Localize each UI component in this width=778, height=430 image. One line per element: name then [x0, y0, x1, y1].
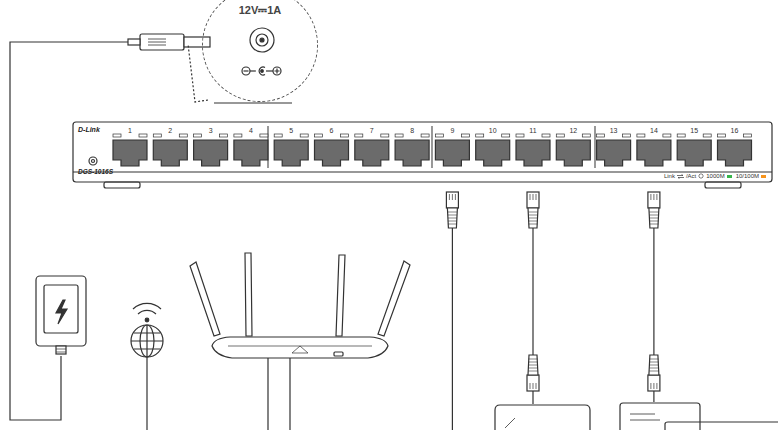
- port-led: [153, 134, 161, 137]
- port-led: [597, 134, 605, 137]
- model-label: DGS-1016S: [78, 169, 113, 176]
- port-led: [300, 134, 308, 137]
- legend-text: 1000M: [706, 173, 724, 179]
- port-led: [677, 134, 685, 137]
- rj45-port: [153, 140, 187, 166]
- router: [190, 253, 410, 430]
- port-led: [395, 134, 403, 137]
- rj45-port: [315, 140, 349, 166]
- legend-swatch: [727, 175, 732, 178]
- rj45-port: [355, 140, 389, 166]
- rj45-port: [718, 140, 752, 166]
- rj45-port: [234, 140, 268, 166]
- port-led: [179, 134, 187, 137]
- port-number: 7: [370, 127, 374, 134]
- port-led: [718, 134, 726, 137]
- port-number: 3: [209, 127, 213, 134]
- port-led: [623, 134, 631, 137]
- led-legend: Link/Act 1000M 10/100M: [664, 173, 768, 179]
- rj45-port: [677, 140, 711, 166]
- callout-leader: [188, 44, 208, 102]
- port-led: [542, 134, 550, 137]
- port-number: 11: [529, 127, 536, 134]
- port-led: [663, 134, 671, 137]
- power-rating: 12V⎓1A: [239, 5, 282, 16]
- rj45-port: [194, 140, 228, 166]
- legend-text: 10/100M: [736, 173, 759, 179]
- port-led: [315, 134, 323, 137]
- rj45-port: [516, 140, 550, 166]
- port-led: [744, 134, 752, 137]
- port-led: [476, 134, 484, 137]
- rj45-plug: [446, 192, 458, 228]
- port-number: 16: [731, 127, 739, 134]
- port-led: [703, 134, 711, 137]
- internet-icon: [131, 303, 163, 430]
- rj45-port: [476, 140, 510, 166]
- rj45-port: [395, 140, 429, 166]
- port-number: 9: [450, 127, 454, 134]
- port-number: 8: [410, 127, 414, 134]
- rj45-port: [556, 140, 590, 166]
- port-group: [113, 134, 752, 166]
- port-led: [381, 134, 389, 137]
- port-led: [516, 134, 524, 137]
- port-led: [341, 134, 349, 137]
- port-led: [274, 134, 282, 137]
- rj45-port: [113, 140, 147, 166]
- brand-label: D-Link: [78, 126, 100, 133]
- port-number: 13: [610, 127, 618, 134]
- port-led: [113, 134, 121, 137]
- port-led: [260, 134, 268, 137]
- legend-swatch: [761, 175, 766, 178]
- port-number: 6: [330, 127, 334, 134]
- port-number: 4: [249, 127, 253, 134]
- wall-outlet: [36, 276, 86, 354]
- rj45-plug: [648, 355, 660, 391]
- polarity-symbol: [242, 67, 281, 75]
- legend-caption: /Act: [686, 173, 696, 179]
- port-led: [556, 134, 564, 137]
- port-led: [421, 134, 429, 137]
- port-number: 10: [489, 127, 497, 134]
- link-icon: [677, 174, 684, 179]
- barrel-jack: [250, 28, 274, 52]
- callout-bubble: 12V⎓1A: [202, 0, 318, 102]
- port-number: 15: [690, 127, 698, 134]
- rj45-plug: [527, 355, 539, 391]
- power-cable: [10, 42, 128, 420]
- port-number: 12: [569, 127, 577, 134]
- switch-housing: [73, 122, 772, 188]
- port-led: [220, 134, 228, 137]
- port-number: 5: [289, 127, 293, 134]
- rj45-port: [435, 140, 469, 166]
- port-led: [139, 134, 147, 137]
- legend-caption: Link: [664, 173, 675, 179]
- dc-plug: [128, 34, 210, 50]
- callout-base: [214, 102, 292, 103]
- rj45-plug: [648, 192, 660, 228]
- port-led: [461, 134, 469, 137]
- activity-icon: [698, 173, 704, 179]
- end-devices: [495, 403, 778, 430]
- rj45-port: [597, 140, 631, 166]
- cable-group: [446, 192, 660, 430]
- rj45-port: [274, 140, 308, 166]
- port-led: [234, 134, 242, 137]
- port-led: [355, 134, 363, 137]
- port-led: [582, 134, 590, 137]
- port-led: [502, 134, 510, 137]
- port-led: [637, 134, 645, 137]
- rj45-port: [637, 140, 671, 166]
- port-number: 2: [168, 127, 172, 134]
- port-led: [435, 134, 443, 137]
- port-number: 14: [650, 127, 658, 134]
- port-number: 1: [128, 127, 132, 134]
- rj45-plug: [527, 192, 539, 228]
- port-led: [194, 134, 202, 137]
